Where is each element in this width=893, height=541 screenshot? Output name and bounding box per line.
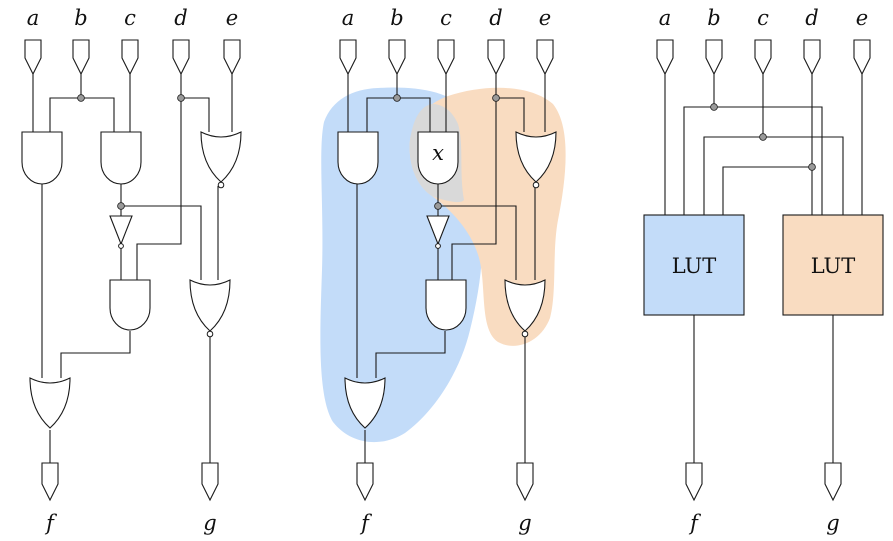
- inverter-bubbles: [435, 181, 540, 338]
- and-gate-2: [100, 131, 142, 185]
- or-gate-3: [344, 377, 386, 429]
- input-label-d: d: [489, 6, 502, 30]
- input-pin-d: [172, 39, 190, 76]
- or-gate-2: [504, 279, 546, 332]
- junction-dots: [77, 94, 185, 210]
- input-label-d: d: [805, 6, 818, 30]
- lut-left-label: LUT: [672, 254, 717, 278]
- wires: [32, 74, 233, 463]
- input-pin-e: [223, 39, 241, 76]
- or-gate-3: [29, 377, 71, 429]
- input-pins: [656, 39, 871, 76]
- or-gate-2: [189, 279, 231, 332]
- gates: [21, 131, 242, 429]
- input-pin-b: [705, 39, 723, 76]
- gate-label-x: x: [432, 141, 444, 165]
- input-labels: a b c d e: [27, 6, 238, 30]
- input-label-a: a: [342, 6, 355, 30]
- input-pin-e: [853, 39, 871, 76]
- output-pin-g: [824, 462, 842, 502]
- output-label-g: g: [203, 511, 216, 535]
- panel-covered-network: a b c d e x: [320, 6, 566, 535]
- input-label-b: b: [390, 6, 403, 30]
- and-gate-1: [21, 131, 63, 185]
- input-pin-d: [803, 39, 821, 76]
- output-pin-f: [356, 462, 374, 502]
- junction-dots: [393, 94, 500, 210]
- input-pin-a: [24, 39, 42, 76]
- and-gate-1: [337, 131, 379, 185]
- output-pins: [41, 462, 219, 502]
- output-pin-g: [516, 462, 534, 502]
- input-pin-c: [437, 39, 455, 76]
- lut-left: [643, 214, 745, 316]
- output-label-g: g: [518, 511, 531, 535]
- inverter-bubbles: [118, 181, 225, 338]
- input-pin-b: [388, 39, 406, 76]
- input-pins: [339, 39, 554, 76]
- wires: [347, 74, 546, 463]
- input-label-a: a: [659, 6, 672, 30]
- input-label-e: e: [856, 6, 868, 30]
- wires: [664, 74, 863, 463]
- and-gate-3: [425, 279, 467, 331]
- input-pin-d: [487, 39, 505, 76]
- output-pins: [356, 462, 534, 502]
- output-label-f: f: [688, 511, 701, 535]
- input-pin-e: [536, 39, 554, 76]
- input-labels: a b c d e: [342, 6, 551, 30]
- input-label-a: a: [27, 6, 40, 30]
- output-pin-f: [41, 462, 59, 502]
- or-gate-1: [200, 131, 242, 183]
- output-pin-f: [685, 462, 703, 502]
- input-label-d: d: [174, 6, 187, 30]
- gates: [337, 131, 557, 429]
- input-pin-a: [339, 39, 357, 76]
- input-label-e: e: [226, 6, 238, 30]
- input-pin-a: [656, 39, 674, 76]
- and-gate-3: [109, 279, 151, 331]
- or-gate-1: [515, 131, 557, 183]
- output-label-g: g: [826, 511, 839, 535]
- panel-original-network: a b c d e: [21, 6, 242, 535]
- lut-right-label: LUT: [811, 254, 856, 278]
- input-label-c: c: [124, 6, 136, 30]
- output-label-f: f: [359, 511, 372, 535]
- output-label-f: f: [44, 511, 57, 535]
- output-pin-g: [201, 462, 219, 502]
- not-gate: [109, 215, 133, 246]
- input-pin-c: [754, 39, 772, 76]
- junction-dots: [710, 103, 816, 171]
- input-pin-c: [121, 39, 139, 76]
- input-pins: [24, 39, 241, 76]
- input-label-e: e: [539, 6, 551, 30]
- and-gate-x: [417, 131, 459, 185]
- input-label-b: b: [707, 6, 720, 30]
- lut-right: [782, 214, 884, 316]
- not-gate: [426, 215, 450, 246]
- input-labels: a b c d e: [659, 6, 868, 30]
- input-label-c: c: [757, 6, 769, 30]
- input-label-b: b: [74, 6, 87, 30]
- output-pins: [685, 462, 842, 502]
- input-pin-b: [72, 39, 90, 76]
- input-label-c: c: [440, 6, 452, 30]
